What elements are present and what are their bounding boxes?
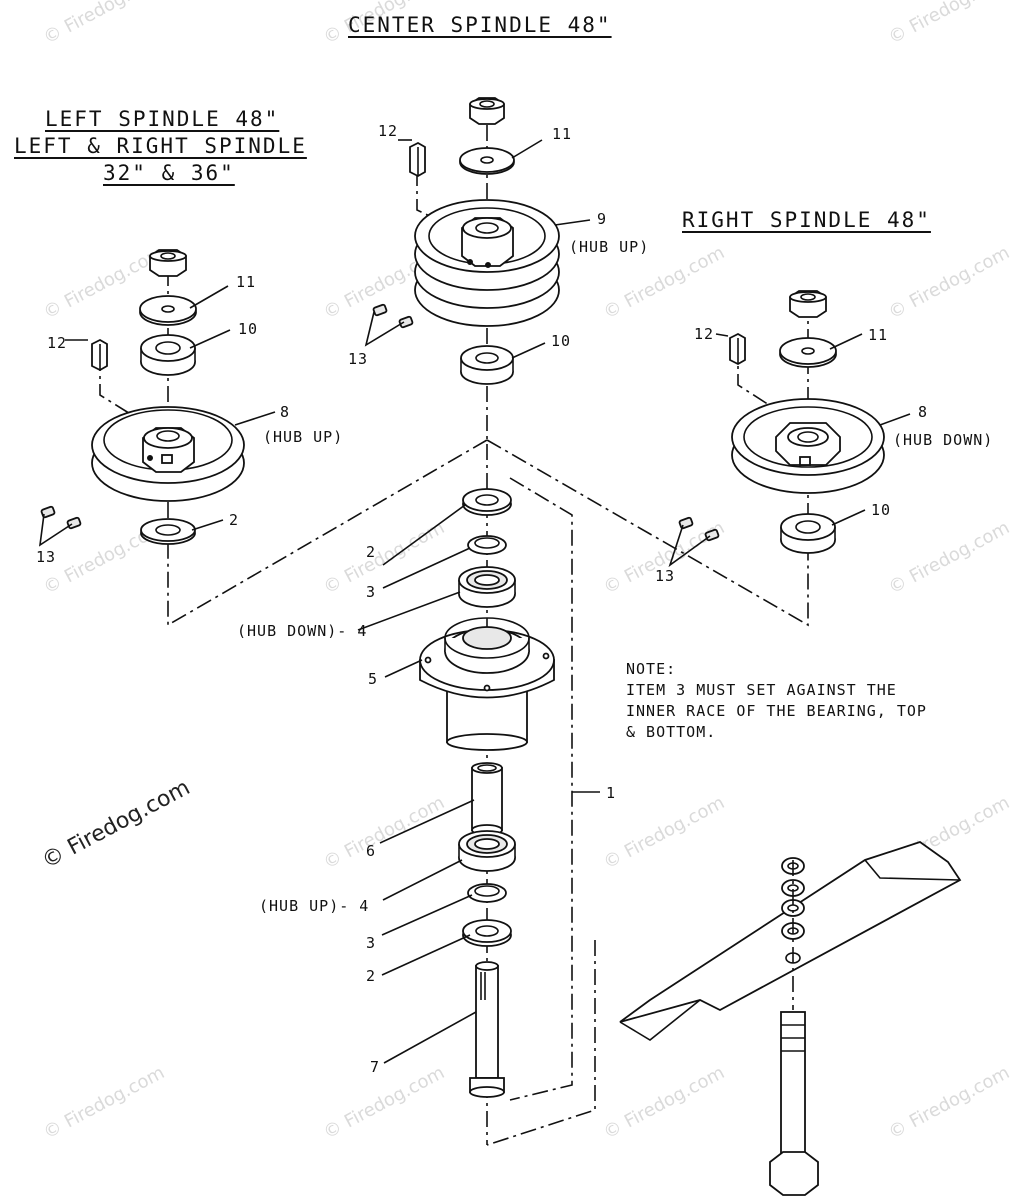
spindle-assembly-line xyxy=(509,477,573,1101)
leader-r13 xyxy=(668,524,711,568)
callout-l11: 11 xyxy=(236,273,257,291)
center-washer-11 xyxy=(459,147,515,175)
center-nut xyxy=(469,97,505,125)
leader-r10 xyxy=(831,509,866,526)
callout-l13: 13 xyxy=(36,548,57,566)
leader-s3b xyxy=(381,894,473,936)
callout-s5: 5 xyxy=(368,670,379,688)
spindle-housing-5 xyxy=(419,617,555,751)
right-key-12 xyxy=(729,332,746,366)
callout-s3-bottom: 3 xyxy=(366,934,377,952)
leader-r8 xyxy=(879,413,911,426)
callout-r8: 8 xyxy=(918,403,929,421)
left-spindle-title: LEFT SPINDLE 48" xyxy=(45,107,280,131)
callout-l10: 10 xyxy=(238,320,259,338)
callout-s3-top: 3 xyxy=(366,583,377,601)
leader-r11 xyxy=(829,333,863,350)
left-washer-10 xyxy=(140,334,196,376)
blade-assembly-line xyxy=(486,940,596,1146)
center-setscrews-13 xyxy=(372,303,414,329)
callout-c13: 13 xyxy=(348,350,369,368)
leader-s7 xyxy=(383,1011,477,1064)
right-setscrews-13 xyxy=(678,516,720,542)
leader-l13 xyxy=(38,513,73,547)
spindle-shaft-7 xyxy=(469,961,505,1098)
callout-s6: 6 xyxy=(366,842,377,860)
leader-l10 xyxy=(189,329,231,349)
center-spindle-title: CENTER SPINDLE 48" xyxy=(348,13,612,37)
note-line-1: ITEM 3 MUST SET AGAINST THE xyxy=(626,681,897,699)
right-nut xyxy=(789,290,827,318)
callout-r8-note: (HUB DOWN) xyxy=(893,431,994,449)
right-washer-11 xyxy=(779,337,837,368)
left-nut xyxy=(149,249,187,277)
note-line-2: INNER RACE OF THE BEARING, TOP xyxy=(626,702,927,720)
leader-l11 xyxy=(189,285,229,309)
callout-s7: 7 xyxy=(370,1058,381,1076)
leader-c11 xyxy=(511,139,543,159)
assembly-note: NOTE: ITEM 3 MUST SET AGAINST THE INNER … xyxy=(626,659,927,743)
callout-l8: 8 xyxy=(280,403,291,421)
callout-c11: 11 xyxy=(552,125,573,143)
leader-s3a xyxy=(382,547,471,589)
leader-s5 xyxy=(384,659,423,678)
callout-l8-note: (HUB UP) xyxy=(263,428,344,446)
spindle-spacer-3-bottom xyxy=(467,883,507,903)
note-heading: NOTE: xyxy=(626,660,677,678)
blade-bolt xyxy=(769,1011,819,1196)
leader-c10 xyxy=(511,342,546,359)
leader-l8 xyxy=(234,411,276,426)
leader-s6 xyxy=(379,799,475,844)
callout-s2-bottom: 2 xyxy=(366,967,377,985)
callout-c9: 9 xyxy=(597,210,608,228)
center-washer-10 xyxy=(460,345,514,385)
left-right-spindle-title: LEFT & RIGHT SPINDLE xyxy=(14,134,307,158)
callout-s1: 1 xyxy=(606,784,617,802)
spindle-washer-2-top xyxy=(462,488,512,516)
right-washer-10 xyxy=(780,513,836,554)
center-double-pulley-9 xyxy=(414,199,560,327)
spindle-bearing-4-top xyxy=(458,566,516,608)
right-pulley-8 xyxy=(731,398,885,494)
callout-s2-top: 2 xyxy=(366,543,377,561)
leader-l2 xyxy=(191,519,224,531)
leader-s4b xyxy=(382,859,463,901)
leader-s4a xyxy=(357,591,461,631)
callout-c10: 10 xyxy=(551,332,572,350)
spindle-size-title: 32" & 36" xyxy=(103,161,235,185)
left-washer-2 xyxy=(140,518,196,545)
note-line-3: & BOTTOM. xyxy=(626,723,717,741)
callout-r13: 13 xyxy=(655,567,676,585)
leader-r12 xyxy=(715,333,729,337)
callout-c12: 12 xyxy=(378,122,399,140)
callout-r11: 11 xyxy=(868,326,889,344)
left-setscrews-13 xyxy=(40,505,82,530)
spindle-bearing-4-bottom xyxy=(458,830,516,872)
spindle-spacer-6 xyxy=(471,762,503,836)
callout-s4-top: (HUB DOWN)- 4 xyxy=(237,622,368,640)
callout-r12: 12 xyxy=(694,325,715,343)
leader-c13 xyxy=(364,311,405,347)
callout-l2: 2 xyxy=(229,511,240,529)
spindle-washer-2-bottom xyxy=(462,919,512,947)
callout-c9-note: (HUB UP) xyxy=(569,238,650,256)
left-pulley-8 xyxy=(91,406,245,502)
callout-r10: 10 xyxy=(871,501,892,519)
leader-s2a xyxy=(382,504,466,566)
left-key-12 xyxy=(91,338,108,372)
leader-s2b xyxy=(381,934,471,976)
callout-s4-bottom: (HUB UP)- 4 xyxy=(259,897,370,915)
leader-c9 xyxy=(554,219,591,226)
callout-l12: 12 xyxy=(47,334,68,352)
left-assembly-line xyxy=(167,439,488,627)
right-spindle-title: RIGHT SPINDLE 48" xyxy=(682,208,931,232)
left-washer-11 xyxy=(139,295,197,326)
center-key-12 xyxy=(409,141,426,178)
spindle-spacer-3-top xyxy=(467,535,507,555)
right-assembly-line xyxy=(486,439,809,627)
